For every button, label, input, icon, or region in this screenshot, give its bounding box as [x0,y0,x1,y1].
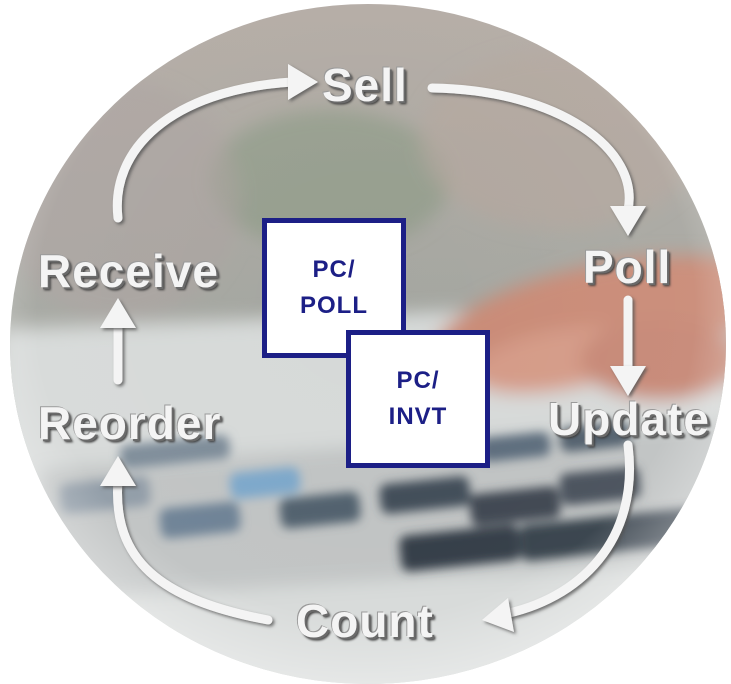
pc-invt-box: PC/ INVT [346,330,490,468]
arrowhead-sell [288,64,318,100]
pc-poll-line2: POLL [300,292,368,319]
step-poll: Poll [583,241,672,293]
arrowhead-poll [610,206,646,236]
arrowhead-receive [100,298,136,328]
arrowhead-update [610,366,646,396]
step-receive: Receive [38,245,219,297]
arrow-count-to-reorder [113,475,273,625]
step-sell: Sell [322,59,408,111]
arrow-receive-to-sell [112,77,297,223]
pc-invt-line1: PC/ [396,367,440,394]
step-count: Count [296,595,434,647]
pc-invt-line2: INVT [388,403,448,430]
pc-poll-line1: PC/ [312,256,356,283]
arrow-sell-to-poll [427,83,634,215]
arrowhead-count [482,598,514,632]
arrow-update-to-count [495,440,634,620]
arrowhead-reorder [100,456,136,486]
step-update: Update [548,393,710,445]
step-reorder: Reorder [38,397,222,449]
pc-poll-box: PC/ POLL [262,218,406,358]
